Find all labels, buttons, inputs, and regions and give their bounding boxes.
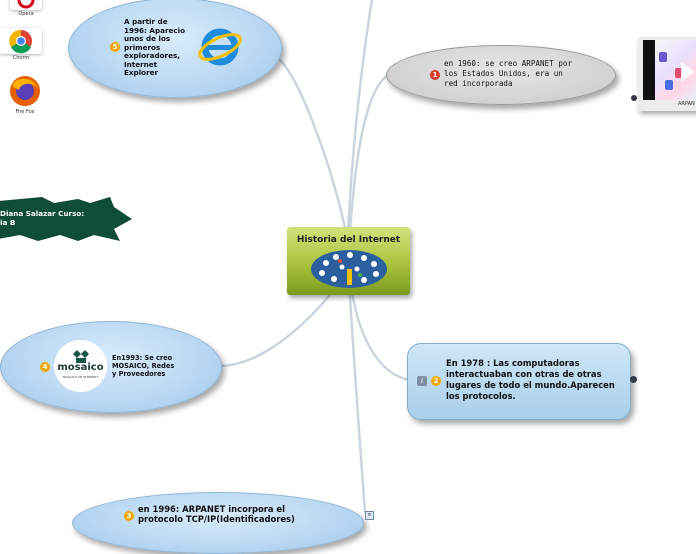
network-globe-icon: [311, 250, 387, 288]
node-4-mosaico[interactable]: [0, 321, 222, 413]
side-image-dark-strip: [643, 40, 655, 100]
node-5-badge: 5: [110, 42, 120, 52]
node-2-badge: 2: [431, 376, 441, 386]
firefox-label: Fire Fox: [15, 109, 35, 115]
author-banner-line-2: ia B: [0, 218, 16, 227]
side-image-thumbnail[interactable]: ARPAN: [638, 37, 696, 111]
node-1-text: en 1960: se creo ARPANET por los Estados…: [444, 59, 573, 88]
branch-lines: [218, 0, 412, 514]
opera-label: Opera: [18, 11, 34, 17]
node-3-text: en 1996: ARPANET incorpora el protocolo …: [138, 504, 295, 524]
side-image-caption: ARPAN: [678, 101, 695, 107]
branch-to-node-3: [348, 294, 367, 514]
author-banner-line-1: Diana Salazar Curso:: [0, 209, 85, 218]
node-2-protocols[interactable]: [407, 343, 631, 420]
branch-to-node-5: [278, 58, 348, 234]
chrome-label: Chorm: [12, 55, 30, 61]
browser-chrome: [0, 28, 42, 54]
branch-to-node-4: [218, 293, 332, 368]
side-image-expand-icon[interactable]: [631, 95, 637, 101]
browser-opera: [10, 0, 42, 10]
node-4-text: En1993: Se creo MOSAICO, Redes y Proveed…: [112, 354, 175, 379]
branch-to-node-2: [350, 290, 412, 382]
mosaico-logo: mosaico MOSAICO DE INTERNET: [54, 340, 107, 392]
author-banner-shape: [0, 197, 132, 241]
side-image-picture: [655, 40, 696, 100]
node-1-arpanet[interactable]: [386, 45, 616, 105]
node-5-text: A partir de 1996: Aparecio unos de los p…: [124, 17, 186, 77]
play-icon: [659, 52, 695, 90]
opera-icon: [17, 0, 35, 9]
branch-to-node-1: [348, 73, 390, 234]
mosaico-logo-name: mosaico: [57, 362, 104, 373]
central-topic-title: Historia del Internet: [296, 235, 401, 245]
browser-firefox: [7, 74, 43, 108]
node-3-notes-icon[interactable]: ≡: [365, 511, 374, 520]
internet-explorer-icon: [198, 28, 242, 66]
node-2-expand-icon[interactable]: [630, 376, 637, 383]
node-5-internet-explorer[interactable]: [68, 0, 282, 98]
node-3-badge: 3: [124, 511, 134, 521]
firefox-icon: [10, 76, 40, 106]
branch-to-top: [346, 0, 374, 234]
node-2-text: En 1978 : Las computadoras interactuaban…: [446, 358, 615, 401]
author-banner-text: Diana Salazar Curso: ia B: [0, 209, 84, 227]
chrome-icon: [9, 29, 32, 54]
info-icon[interactable]: i: [417, 376, 427, 386]
mosaico-logo-tagline: MOSAICO DE INTERNET: [62, 375, 99, 379]
mosaico-logo-mark: [73, 350, 89, 363]
node-4-badge: 4: [40, 362, 50, 372]
node-1-badge: 1: [430, 70, 440, 80]
